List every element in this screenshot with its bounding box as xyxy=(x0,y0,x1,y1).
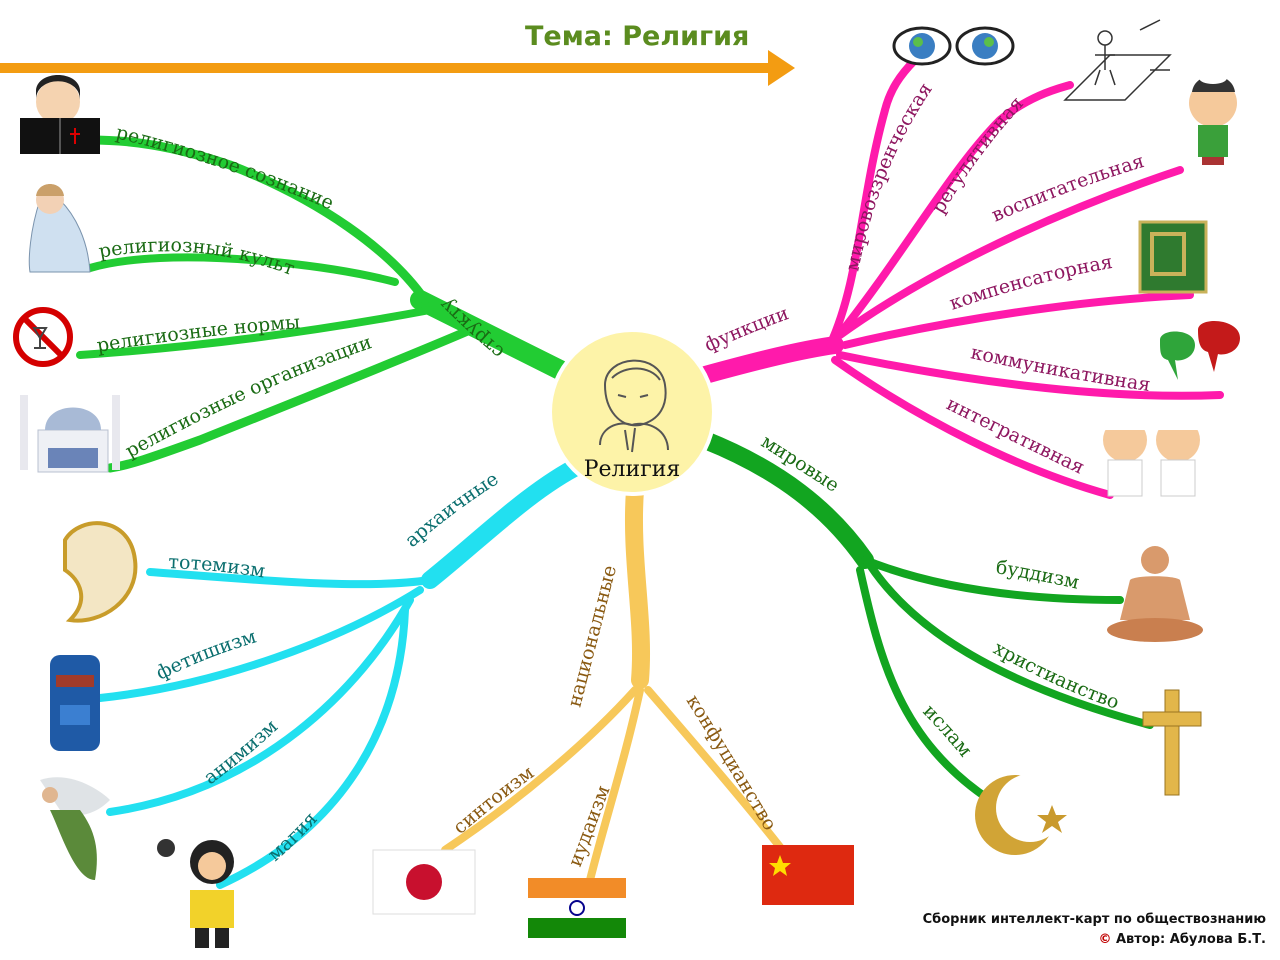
footer-credit: Сборник интеллект-карт по обществознанию… xyxy=(923,910,1266,950)
buddha-statue-icon xyxy=(1107,546,1203,642)
footer-author: Автор: Абулова Б.Т. xyxy=(1115,932,1266,947)
christian-cross-icon xyxy=(1142,689,1202,796)
china-flag-icon xyxy=(762,845,854,905)
prohibition-sign-icon xyxy=(13,307,73,367)
praying-girl-icon xyxy=(28,184,91,273)
footer-collection-line: Сборник интеллект-карт по обществознанию xyxy=(922,912,1266,927)
quran-book-icon xyxy=(1138,220,1208,294)
two-muslim-children-icon xyxy=(1103,416,1200,497)
footer-author-line: © Автор: Абулова Б.Т. xyxy=(923,930,1266,950)
person-choosing-path-icon xyxy=(1063,19,1172,101)
archaic-item: магия xyxy=(264,808,322,866)
world-item: буддизм xyxy=(994,556,1081,594)
title-arrow-head xyxy=(768,50,795,86)
national-item: конфуцианство xyxy=(682,691,781,834)
boy-in-kufi-icon xyxy=(1189,72,1237,165)
india-flag-icon xyxy=(528,878,626,938)
angel-spirit-icon xyxy=(40,777,110,880)
praying-person-icon xyxy=(599,359,669,453)
structure-item: религиозный культ xyxy=(97,234,298,280)
branch-archaic xyxy=(96,456,589,889)
eyes-with-globe-icon xyxy=(892,26,1015,66)
branch-functions xyxy=(696,56,1224,499)
structure-item: религиозное сознание xyxy=(114,121,337,214)
world-item: ислам xyxy=(919,700,977,761)
branch-structure xyxy=(76,135,580,473)
branch-world xyxy=(696,431,1154,804)
center-label: Религия xyxy=(584,457,681,482)
superhero-magician-icon xyxy=(157,839,234,948)
mosque-icon xyxy=(20,395,120,473)
branch-label-national: национальные xyxy=(564,563,622,709)
lion-totem-icon xyxy=(63,521,138,623)
child-reading-bible-icon xyxy=(20,75,100,154)
title-arrow-shaft xyxy=(0,63,770,73)
speech-bubbles-icon xyxy=(1160,320,1240,380)
japan-flag-icon xyxy=(372,849,476,915)
crescent-and-star-icon xyxy=(975,774,1067,855)
fetish-mask-icon xyxy=(50,655,100,751)
page-title: Тема: Религия xyxy=(525,21,749,52)
copyright-symbol: © xyxy=(1098,932,1112,947)
branch-national xyxy=(441,481,794,884)
structure-item: религиозные нормы xyxy=(95,311,301,357)
national-item: синтоизм xyxy=(449,761,538,838)
center-node: Религия xyxy=(548,328,716,496)
